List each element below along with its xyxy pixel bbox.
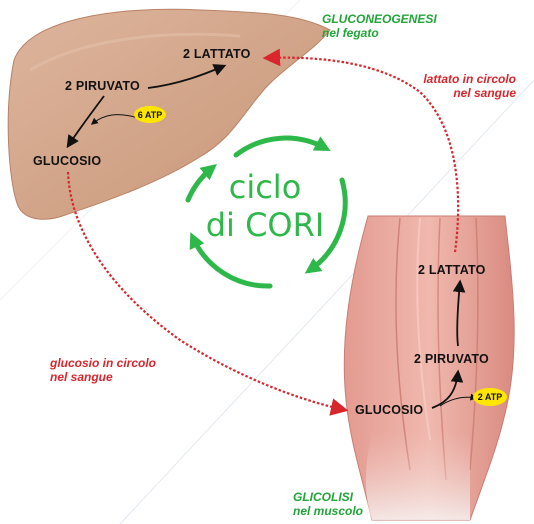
liver-process-name: GLUCONEOGENESI bbox=[322, 12, 437, 26]
lactate-transport-line1: lattato in circolo bbox=[404, 72, 516, 86]
glucose-transport-line2: nel sangue bbox=[50, 370, 156, 384]
muscle-atp-badge: 2 ATP bbox=[473, 388, 507, 406]
liver-pyruvate: 2 PIRUVATO bbox=[65, 79, 140, 93]
muscle-glucose: GLUCOSIO bbox=[355, 403, 423, 417]
lactate-transport-line2: nel sangue bbox=[404, 86, 516, 100]
liver-atp-badge: 6 ATP bbox=[134, 106, 166, 123]
muscle-lactate: 2 LATTATO bbox=[418, 263, 486, 277]
glucose-transport-line1: glucosio in circolo bbox=[50, 356, 156, 370]
muscle-location: nel muscolo bbox=[293, 504, 363, 518]
glucose-transport-label: glucosio in circolo nel sangue bbox=[50, 356, 156, 384]
liver-process-label: GLUCONEOGENESI nel fegato bbox=[322, 12, 437, 40]
muscle-tendon bbox=[366, 430, 470, 520]
liver-lactate: 2 LATTATO bbox=[183, 47, 251, 61]
cycle-title-line1: ciclo bbox=[190, 168, 340, 206]
muscle-process-label: GLICOLISI nel muscolo bbox=[293, 490, 363, 518]
cycle-title: ciclo di CORI bbox=[190, 168, 340, 244]
cycle-title-line2: di CORI bbox=[190, 206, 340, 244]
liver-location: nel fegato bbox=[322, 26, 437, 40]
lactate-transport-label: lattato in circolo nel sangue bbox=[404, 72, 516, 100]
liver-glucose: GLUCOSIO bbox=[33, 154, 101, 168]
muscle-pyruvate: 2 PIRUVATO bbox=[414, 352, 489, 366]
muscle-process-name: GLICOLISI bbox=[293, 490, 363, 504]
